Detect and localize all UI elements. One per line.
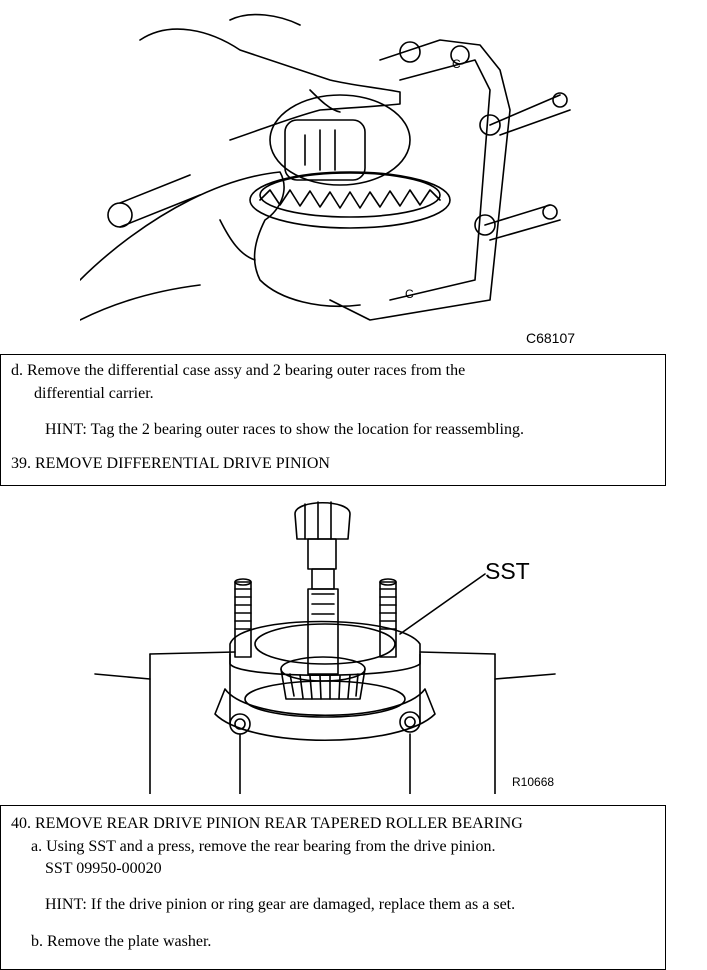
heading-39: 39. REMOVE DIFFERENTIAL DRIVE PINION <box>11 455 330 472</box>
step-b-text: b. Remove the plate washer. <box>31 933 212 950</box>
hint-text-2: HINT: If the drive pinion or ring gear a… <box>45 896 516 913</box>
step-a-text: a. Using SST and a press, remove the rea… <box>31 838 496 855</box>
step-d-text-line1: d. Remove the differential case assy and… <box>11 362 466 379</box>
instruction-box-2: 40. REMOVE REAR DRIVE PINION REAR TAPERE… <box>0 805 666 970</box>
svg-text:C: C <box>452 57 461 71</box>
sst-callout: SST <box>485 558 530 584</box>
figure1-code: C68107 <box>526 330 576 346</box>
instruction-box-1: d. Remove the differential case assy and… <box>0 354 666 486</box>
svg-text:C: C <box>405 287 414 301</box>
hint-text-1: HINT: Tag the 2 bearing outer races to s… <box>45 421 524 438</box>
figure-differential-case-removal: C C <box>80 0 610 330</box>
sst-number: SST 09950-00020 <box>45 860 162 877</box>
heading-40: 40. REMOVE REAR DRIVE PINION REAR TAPERE… <box>11 815 523 832</box>
figure2-code: R10668 <box>512 775 555 789</box>
figure-bearing-press-sst <box>90 494 650 794</box>
step-d-text-line2: differential carrier. <box>34 385 154 402</box>
